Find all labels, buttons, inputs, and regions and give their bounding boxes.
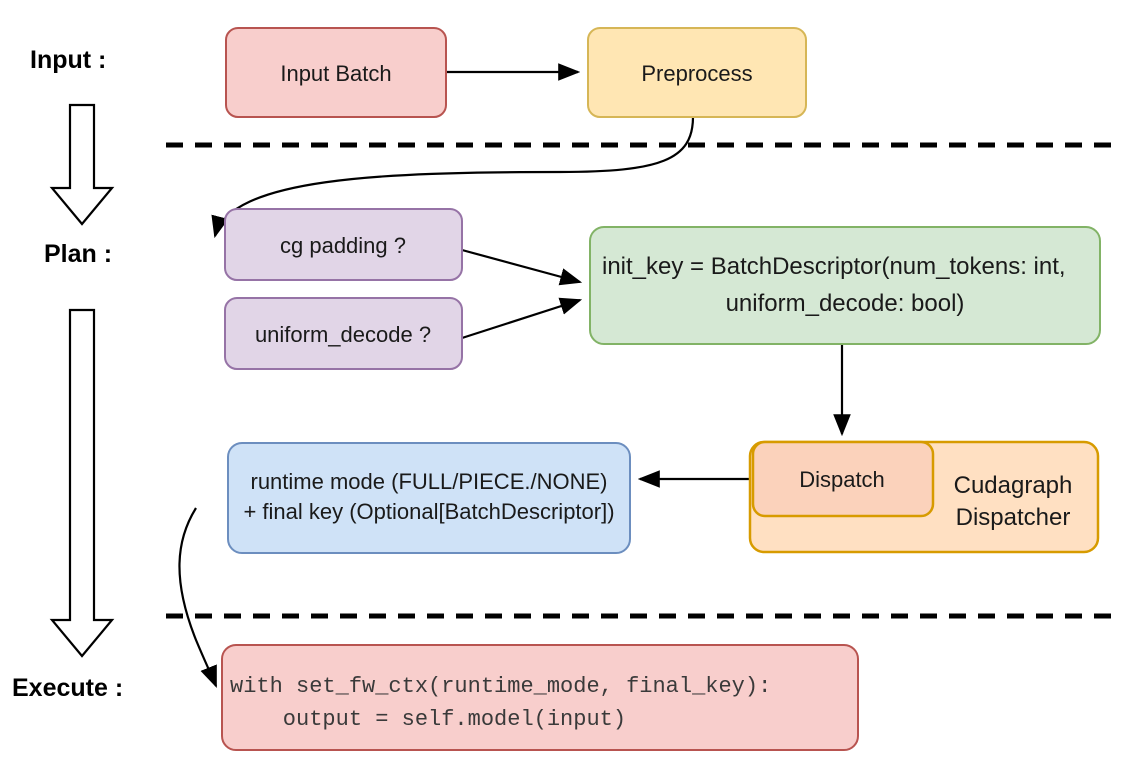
stage-label-input: Input :	[30, 46, 106, 74]
node-cudagraph-dispatcher-label-line1: Cudagraph	[954, 472, 1073, 499]
node-init-key-label-line1: init_key = BatchDescriptor(num_tokens: i…	[602, 253, 1066, 280]
node-input-batch-shape	[225, 27, 447, 118]
node-cg-padding-label: cg padding ?	[280, 233, 406, 258]
node-uniform-decode-shape	[224, 297, 463, 370]
node-preprocess-shape	[587, 27, 807, 118]
node-cg-padding[interactable]: cg padding ?	[224, 208, 463, 281]
node-runtime-mode-shape	[227, 442, 631, 554]
node-execute-code-line2: output = self.model(input)	[230, 707, 626, 732]
edge-preprocess-to-cg-padding	[211, 116, 695, 239]
node-input-batch[interactable]: Input Batch	[225, 27, 447, 118]
node-preprocess-label: Preprocess	[641, 61, 752, 86]
edge-runtime-mode-to-execute-code	[178, 507, 218, 689]
node-dispatch-shape	[751, 440, 935, 518]
node-cg-padding-shape	[224, 208, 463, 281]
edge-cg-padding-to-init-key	[461, 248, 583, 286]
node-runtime-mode[interactable]: runtime mode (FULL/PIECE./NONE) + final …	[227, 442, 631, 554]
node-init-key[interactable]: init_key = BatchDescriptor(num_tokens: i…	[589, 226, 1101, 345]
node-input-batch-label: Input Batch	[280, 61, 391, 86]
node-dispatch-label: Dispatch	[799, 467, 885, 492]
node-dispatch[interactable]: Dispatch	[751, 440, 935, 518]
node-init-key-label-line2: uniform_decode: bool)	[726, 290, 965, 317]
node-execute-code-line1: with set_fw_ctx(runtime_mode, final_key)…	[230, 674, 771, 699]
node-preprocess[interactable]: Preprocess	[587, 27, 807, 118]
node-uniform-decode[interactable]: uniform_decode ?	[224, 297, 463, 370]
node-execute-code[interactable]: with set_fw_ctx(runtime_mode, final_key)…	[221, 644, 859, 751]
stage-label-execute: Execute :	[12, 674, 123, 702]
stage-progress-arrow-plan-to-execute	[49, 308, 115, 658]
node-init-key-shape	[589, 226, 1101, 345]
node-runtime-mode-label-line2: + final key (Optional[BatchDescriptor])	[243, 499, 614, 524]
node-cudagraph-dispatcher-label-line2: Dispatcher	[956, 504, 1071, 531]
node-runtime-mode-label-line1: runtime mode (FULL/PIECE./NONE)	[251, 469, 608, 494]
stage-progress-arrow-input-to-plan	[49, 103, 115, 226]
edge-uniform-decode-to-init-key	[461, 297, 583, 340]
node-execute-code-shape	[221, 644, 859, 751]
node-uniform-decode-label: uniform_decode ?	[255, 322, 431, 347]
stage-label-plan: Plan :	[44, 240, 112, 268]
